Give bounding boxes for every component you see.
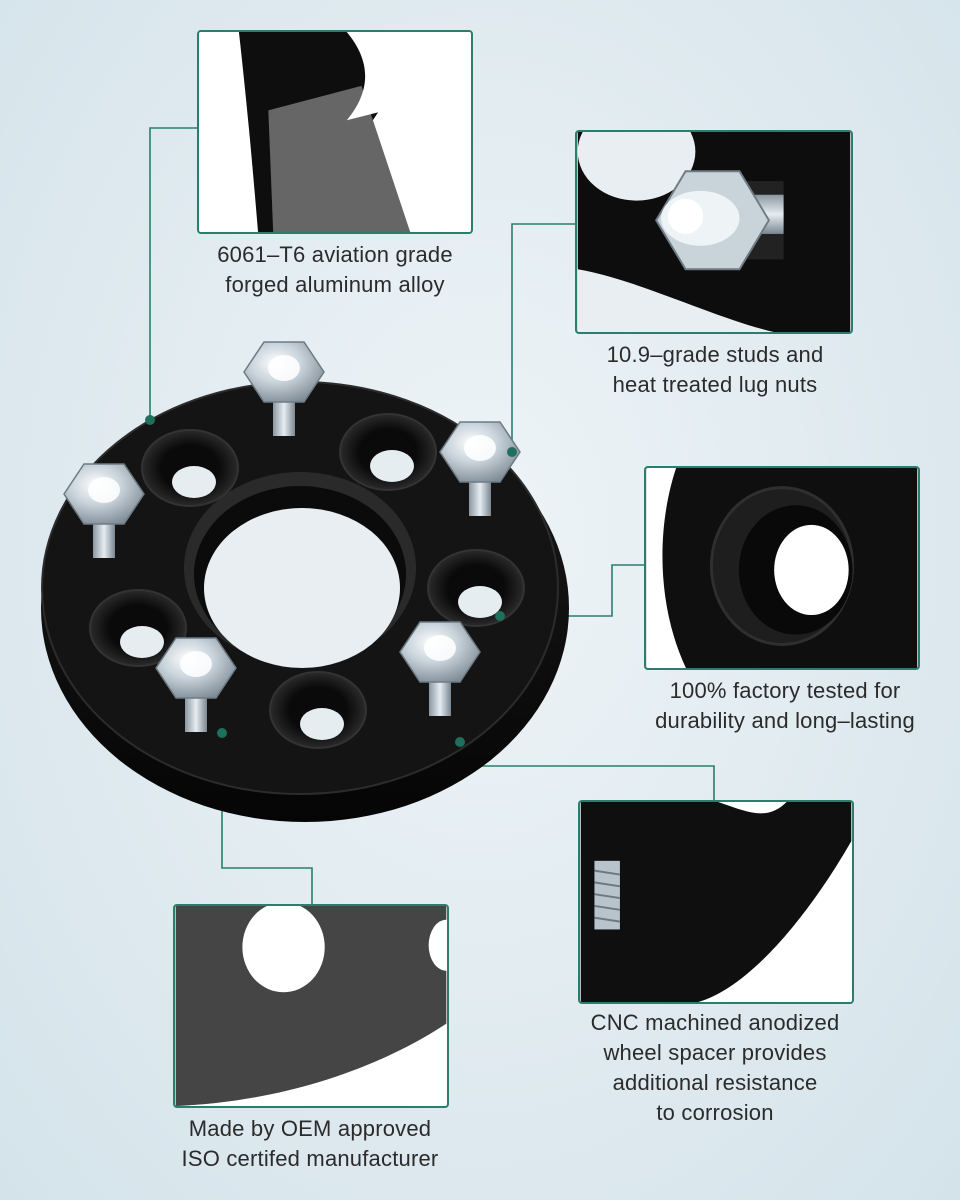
caption-studs-line-2: heat treated lug nuts: [612, 372, 818, 397]
callout-cnc-closeup: [578, 800, 854, 1004]
callout-alloy-closeup: [197, 30, 473, 234]
caption-oem-line-2: ISO certifed manufacturer: [181, 1146, 439, 1171]
caption-oem: Made by OEM approved ISO certifed manufa…: [150, 1114, 470, 1174]
callout-oem-closeup: [173, 904, 449, 1108]
callout-anchor-dots: [145, 415, 517, 747]
caption-tested-line-2: durability and long–lasting: [655, 708, 915, 733]
leader-line-alloy: [149, 127, 198, 420]
callout-tested-closeup: [644, 466, 920, 670]
cnc-closeup-image: [580, 802, 852, 1002]
studs-closeup-image: [577, 132, 851, 332]
caption-cnc: CNC machined anodized wheel spacer provi…: [560, 1008, 870, 1128]
caption-studs-line-1: 10.9–grade studs and: [606, 342, 824, 367]
caption-cnc-line-2: wheel spacer provides: [603, 1040, 827, 1065]
stud-left: [63, 463, 145, 558]
caption-cnc-line-4: to corrosion: [656, 1100, 774, 1125]
spacer-pockets: [89, 413, 525, 749]
caption-tested: 100% factory tested for durability and l…: [625, 676, 945, 736]
alloy-closeup-image: [199, 32, 471, 232]
caption-alloy-line-2: forged aluminum alloy: [225, 272, 445, 297]
caption-alloy-line-1: 6061–T6 aviation grade: [217, 242, 453, 267]
studs-and-lug-nuts: [63, 341, 521, 732]
tested-closeup-image: [646, 468, 918, 668]
caption-cnc-line-3: additional resistance: [612, 1070, 818, 1095]
stud-bottom-right: [399, 621, 481, 716]
caption-tested-line-1: 100% factory tested for: [669, 678, 901, 703]
leader-line-studs: [511, 223, 578, 452]
stud-top: [243, 341, 325, 436]
caption-studs: 10.9–grade studs and heat treated lug nu…: [560, 340, 870, 400]
caption-alloy: 6061–T6 aviation grade forged aluminum a…: [170, 240, 500, 300]
caption-oem-line-1: Made by OEM approved: [188, 1116, 432, 1141]
stud-bottom-left: [155, 637, 237, 732]
callout-studs-closeup: [575, 130, 853, 334]
oem-closeup-image: [175, 906, 447, 1106]
caption-cnc-line-1: CNC machined anodized: [590, 1010, 840, 1035]
stud-right-top: [439, 421, 521, 516]
